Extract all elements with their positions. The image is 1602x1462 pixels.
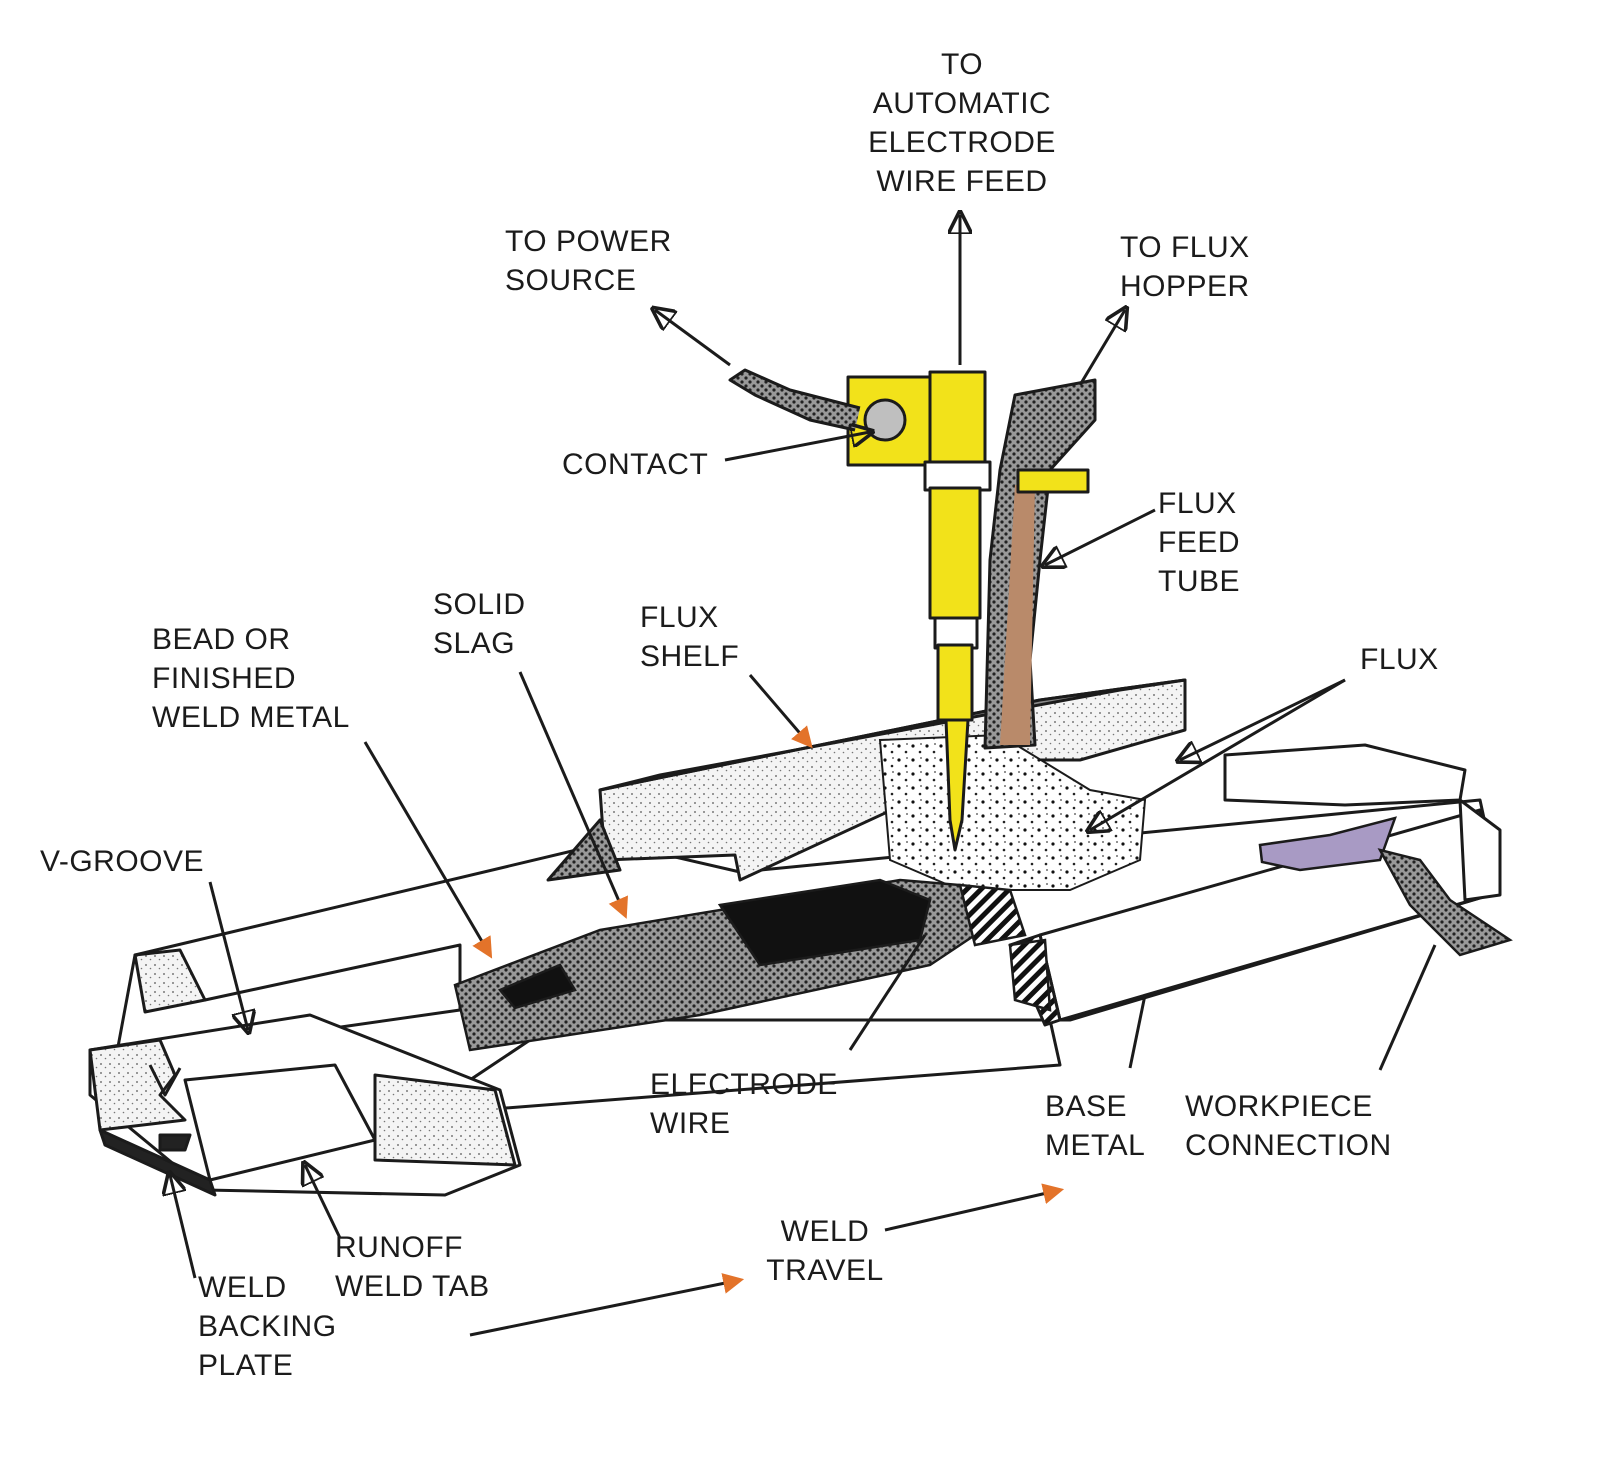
v-groove-leader (208, 881, 248, 1030)
bead-leader (363, 741, 493, 959)
far-plate-line (204, 943, 462, 1042)
electrode-tip (944, 718, 970, 852)
backing-plate-leader (170, 1175, 197, 1279)
runoff-tab-leader (305, 1165, 342, 1239)
slag-leader (518, 671, 628, 919)
flux-leader-1 (1180, 678, 1346, 760)
label-flux-shelf: FLUX SHELF (640, 601, 740, 673)
weld-backing-plate (98, 1128, 217, 1197)
runoff-weld-tab (88, 1013, 522, 1197)
base-metal-leader (1128, 994, 1147, 1069)
label-power-source: TO POWER SOURCE (505, 225, 672, 297)
label-workpiece-connection: WORKPIECE CONNECTION (1185, 1090, 1392, 1162)
weld-travel-arrow-lower (469, 1273, 745, 1337)
label-v-groove: V-GROOVE (40, 845, 205, 878)
label-contact: CONTACT (562, 448, 709, 481)
flux-leader-2 (1090, 678, 1346, 830)
workpiece-clamp (1258, 816, 1513, 957)
label-weld-travel: WELD TRAVEL (766, 1215, 884, 1287)
contact-leader (724, 432, 870, 462)
contact-nut (863, 398, 907, 442)
hopper-leader (1078, 310, 1125, 386)
v-groove-notch (148, 1064, 182, 1097)
label-electrode-wire: ELECTRODE WIRE (650, 1068, 838, 1140)
weld-bead (453, 878, 1052, 1052)
flux-shelf-leader (748, 674, 813, 749)
label-runoff-weld-tab: RUNOFF WELD TAB (335, 1231, 490, 1303)
torch-nozzle-ring (933, 616, 979, 650)
label-flux: FLUX (1360, 643, 1439, 676)
torch-body-lower (928, 486, 982, 620)
torch-nozzle (936, 643, 974, 722)
right-block (1223, 743, 1502, 902)
flux-feed-tube-leader (1045, 508, 1156, 565)
workpiece-leader (1378, 944, 1437, 1071)
label-flux-feed-tube: FLUX FEED TUBE (1158, 487, 1241, 598)
torch-assembly (728, 368, 992, 852)
flux-pile (878, 733, 1147, 891)
torch-body-upper (928, 370, 987, 474)
label-wire-feed: TO AUTOMATIC ELECTRODE WIRE FEED (868, 48, 1056, 198)
label-solid-slag: SOLID SLAG (433, 588, 526, 660)
power-leader (655, 310, 731, 367)
weld-travel-arrow-upper (884, 1183, 1065, 1232)
torch-collar (923, 460, 992, 492)
orange-leaders (363, 671, 1065, 1337)
flux-feed-tube (983, 378, 1097, 750)
label-bead: BEAD OR FINISHED WELD METAL (152, 623, 350, 734)
label-base-metal: BASE METAL (1045, 1090, 1146, 1162)
leader-lines (170, 215, 1437, 1279)
electrode-wire-leader (848, 934, 927, 1051)
label-weld-backing-plate: WELD BACKING PLATE (198, 1271, 337, 1382)
power-cable (728, 368, 861, 432)
label-flux-hopper: TO FLUX HOPPER (1120, 231, 1250, 303)
